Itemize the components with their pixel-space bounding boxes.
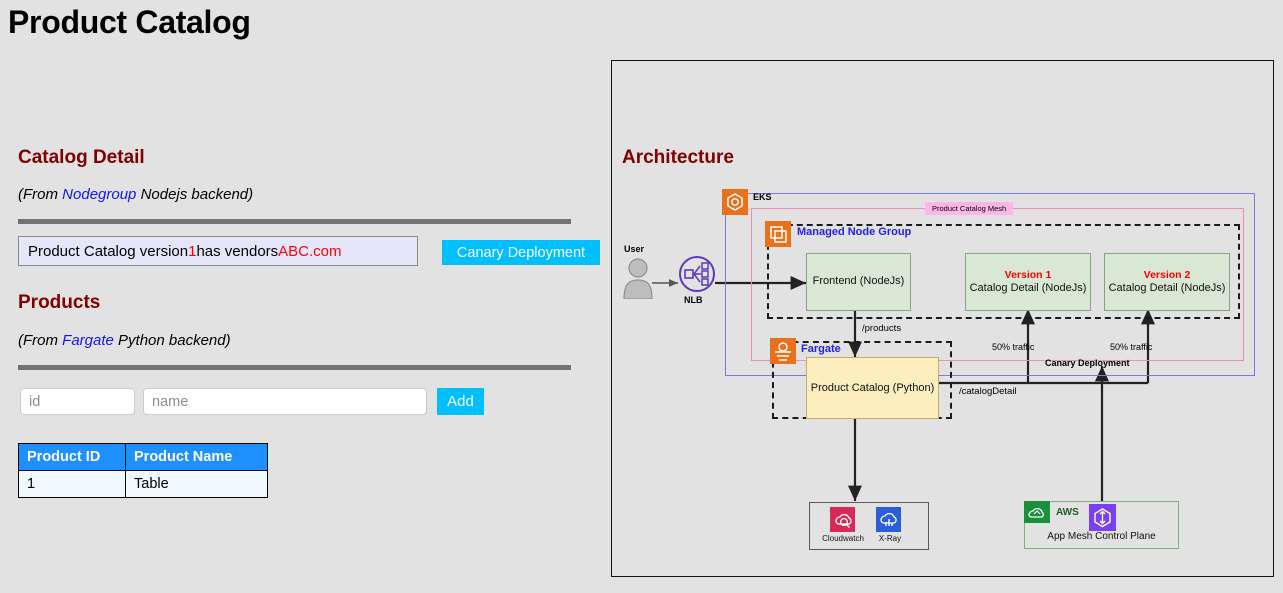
version2-node: Version 2 Catalog Detail (NodeJs) (1104, 253, 1230, 311)
catalog-detail-subtitle-prefix: (From (18, 186, 63, 203)
frontend-node: Frontend (NodeJs) (806, 253, 911, 311)
left-panel: Product Catalog Catalog Detail (From Nod… (0, 0, 605, 593)
result-version: 1 (188, 242, 197, 260)
app-mesh-control-plane-label: App Mesh Control Plane (1047, 531, 1156, 542)
managed-node-group-label: Managed Node Group (797, 226, 912, 238)
page-title: Product Catalog (8, 4, 251, 40)
cloudwatch-icon (830, 507, 855, 532)
table-row: 1 Table (18, 470, 268, 498)
catalog-detail-subtitle: (From Nodegroup Nodejs backend) (18, 186, 253, 203)
diagram-connectors (652, 275, 1156, 501)
version2-subtitle: Catalog Detail (NodeJs) (1108, 281, 1226, 294)
nlb-icon (679, 256, 715, 292)
architecture-heading: Architecture (622, 147, 734, 168)
managed-node-group-boundary (767, 224, 1240, 319)
catalog-detail-path-label: /catalogDetail (959, 386, 1017, 397)
column-product-id: Product ID (18, 443, 126, 471)
fargate-icon (770, 338, 796, 364)
catalog-detail-heading: Catalog Detail (18, 147, 145, 168)
result-vendors: ABC.com (278, 242, 342, 260)
cell-product-name: Table (125, 470, 268, 498)
frontend-label: Frontend (NodeJs) (812, 275, 905, 288)
canary-deployment-button[interactable]: Canary Deployment (442, 240, 600, 265)
catalog-detail-subtitle-suffix: Nodejs backend) (136, 186, 254, 203)
result-middle: has vendors (196, 242, 279, 260)
products-divider (18, 365, 571, 370)
products-subtitle: (From Fargate Python backend) (18, 332, 231, 349)
table-header-row: Product ID Product Name (18, 443, 268, 471)
product-id-input[interactable] (20, 388, 135, 415)
catalog-detail-divider (18, 219, 571, 224)
eks-label: EKS (753, 192, 772, 202)
traffic-right-label: 50% traffic (1110, 342, 1153, 352)
eks-boundary (725, 193, 1255, 376)
aws-label: AWS (1056, 507, 1079, 518)
xray-label: X-Ray (878, 534, 902, 543)
fargate-link[interactable]: Fargate (62, 332, 114, 349)
version2-title: Version 2 (1143, 268, 1191, 281)
products-subtitle-prefix: (From (18, 332, 63, 349)
product-name-input[interactable] (143, 388, 427, 415)
aws-cloud-icon (1024, 501, 1050, 523)
xray-icon (876, 507, 901, 532)
result-prefix: Product Catalog version (28, 242, 189, 260)
cloudwatch-label: Cloudwatch (822, 534, 864, 543)
catalog-detail-result: Product Catalog version 1 has vendors AB… (18, 236, 418, 266)
product-catalog-python-label: Product Catalog (Python) (810, 382, 935, 394)
observability-group (809, 502, 929, 550)
products-table: Product ID Product Name 1 Table (18, 443, 268, 498)
app-mesh-control-plane-group (1024, 501, 1179, 549)
canary-deployment-label: Canary Deployment (1045, 358, 1130, 368)
architecture-diagram: User NLB EKS Product Catalog Mesh (612, 61, 1275, 578)
nodegroup-link[interactable]: Nodegroup (62, 186, 137, 203)
user-label: User (624, 244, 645, 254)
product-catalog-python-node: Product Catalog (Python) (806, 357, 939, 419)
traffic-left-label: 50% traffic (992, 342, 1035, 352)
version1-node: Version 1 Catalog Detail (NodeJs) (965, 253, 1091, 311)
nlb-label: NLB (684, 295, 703, 305)
product-catalog-mesh-label: Product Catalog Mesh (925, 202, 1014, 215)
products-heading: Products (18, 292, 101, 313)
fargate-label: Fargate (801, 343, 841, 355)
add-product-button[interactable]: Add (437, 388, 484, 415)
version1-title: Version 1 (1004, 268, 1052, 281)
user-icon (623, 258, 653, 299)
architecture-frame: Architecture (611, 60, 1274, 577)
managed-node-group-icon (765, 221, 791, 247)
version1-subtitle: Catalog Detail (NodeJs) (969, 281, 1087, 294)
app-mesh-icon (1089, 504, 1116, 531)
products-path-label: /products (862, 323, 902, 334)
products-subtitle-suffix: Python backend) (113, 332, 231, 349)
eks-icon (722, 189, 748, 215)
cell-product-id: 1 (18, 470, 126, 498)
column-product-name: Product Name (125, 443, 268, 471)
